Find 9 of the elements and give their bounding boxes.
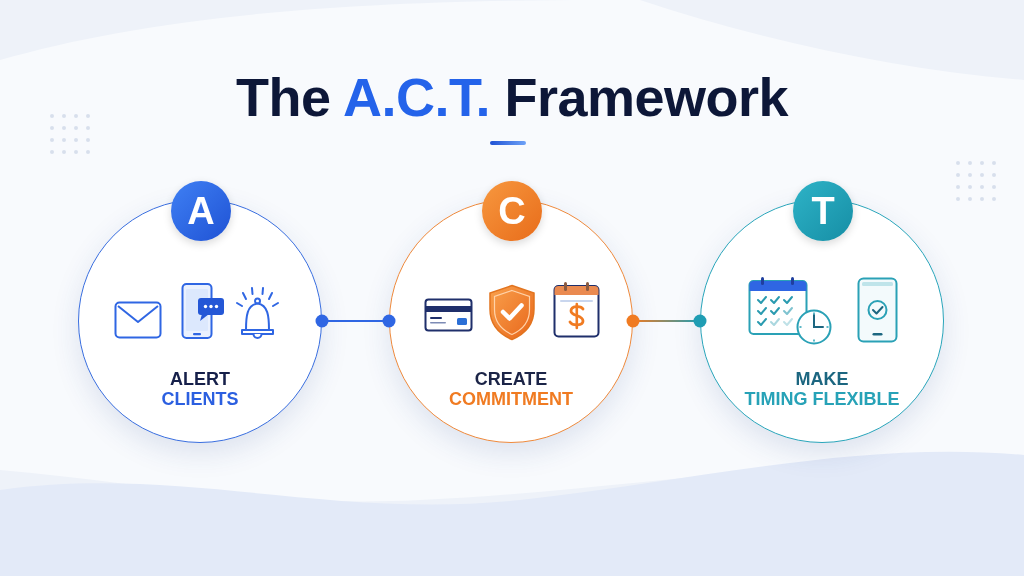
step-letter-badge: T	[793, 181, 853, 241]
title: The A.C.T. Framework	[234, 70, 790, 124]
step-label: MAKE TIMING FLEXIBLE	[743, 369, 901, 409]
step-label: ALERT CLIENTS	[160, 369, 240, 409]
connector-line	[626, 314, 707, 328]
step-letter-badge: C	[482, 181, 542, 241]
connector-line	[315, 314, 396, 328]
step-letter-badge: A	[171, 181, 231, 241]
step-label: CREATE COMMITMENT	[448, 369, 574, 409]
